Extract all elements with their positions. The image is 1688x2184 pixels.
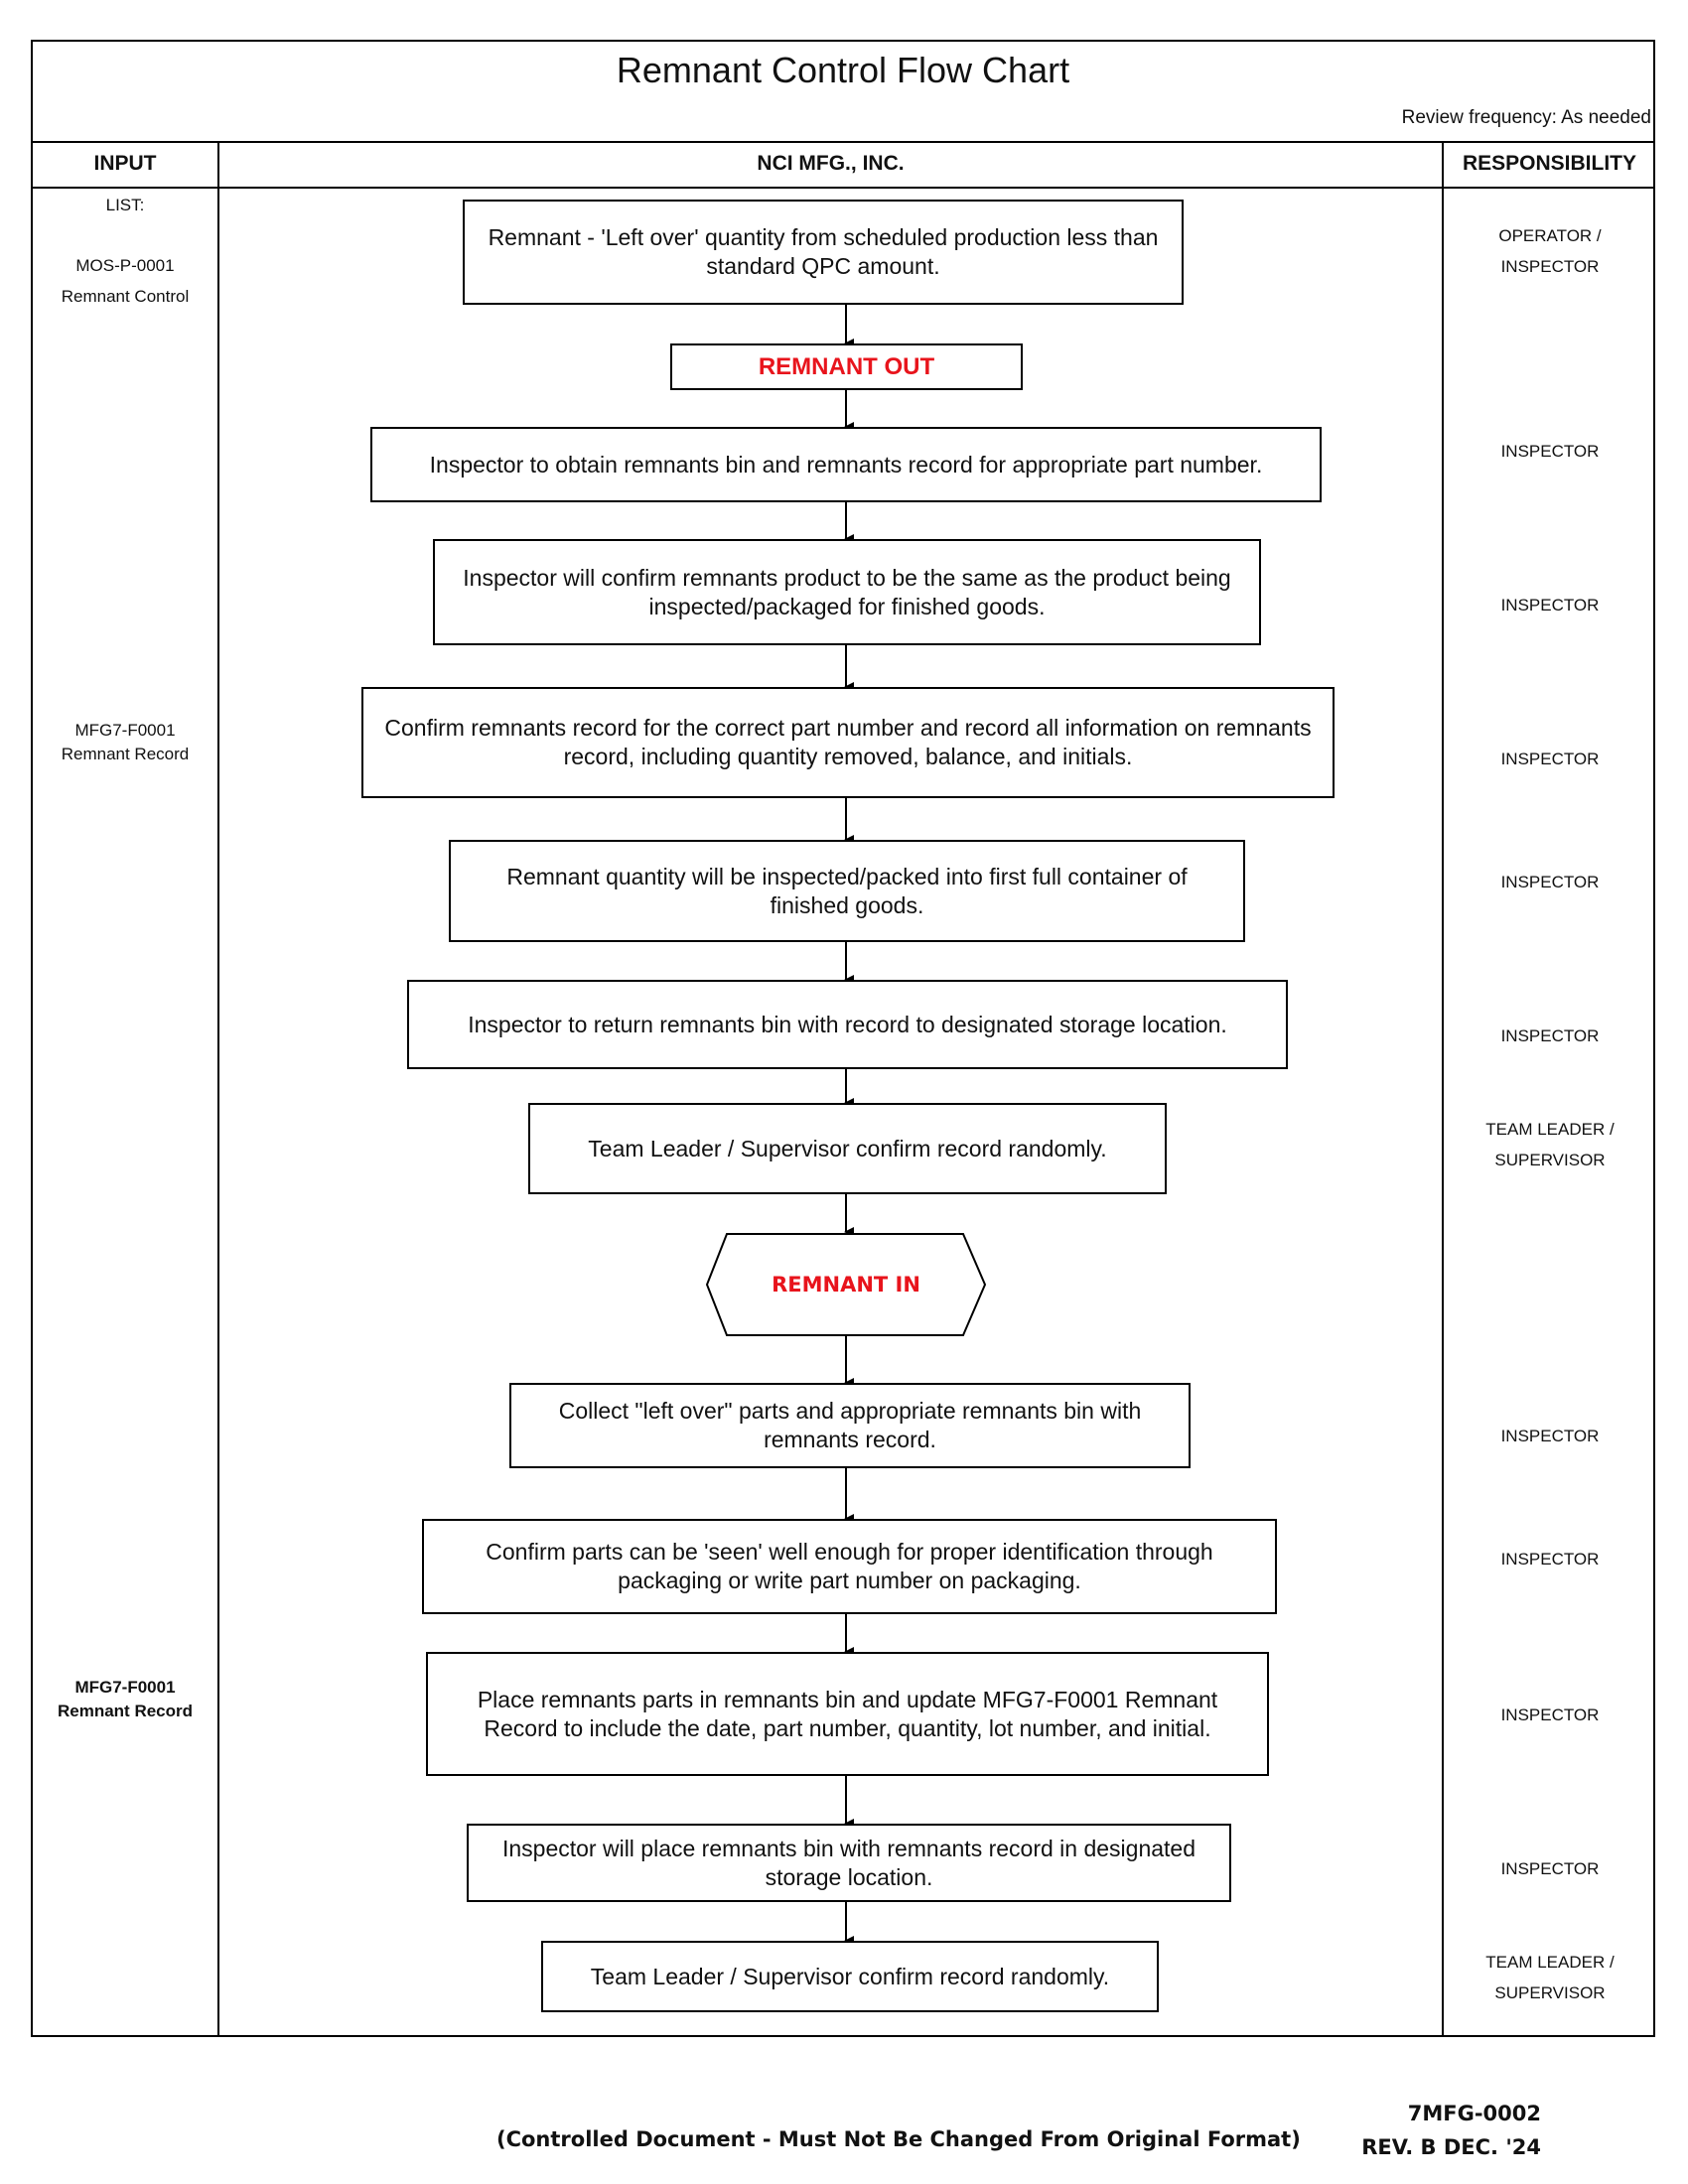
input-ref-name: Remnant Control [61, 287, 190, 306]
input-ref-code: MFG7-F0001 [74, 1678, 176, 1697]
responsibility-label: OPERATOR / [1498, 226, 1602, 245]
definition-box: Remnant - 'Left over' quantity from sche… [463, 200, 1184, 305]
responsibility-label: INSPECTOR [1500, 257, 1600, 276]
responsibility-label: INSPECTOR [1500, 1026, 1600, 1045]
page-title: Remnant Control Flow Chart [616, 50, 1070, 90]
out-step-box: Confirm remnants record for the correct … [361, 687, 1335, 798]
responsibility-column-header: RESPONSIBILITY [1462, 152, 1637, 175]
document-number: 7MFG-0002 [1407, 2102, 1541, 2125]
header-bottom-rule [33, 187, 1653, 189]
review-frequency: Review frequency: As needed [1401, 107, 1651, 128]
responsibility-label: TEAM LEADER / [1485, 1953, 1615, 1972]
responsibility-label: TEAM LEADER / [1485, 1120, 1615, 1139]
controlled-document-notice: (Controlled Document - Must Not Be Chang… [496, 2127, 1301, 2151]
out-step-box: Inspector to return remnants bin with re… [407, 980, 1288, 1069]
in-step-box: Place remnants parts in remnants bin and… [426, 1652, 1269, 1776]
in-step-box: Collect "left over" parts and appropriat… [509, 1383, 1191, 1468]
responsibility-label: SUPERVISOR [1494, 1983, 1606, 2002]
remnant-in-label: REMNANT IN [772, 1273, 920, 1297]
header-top-rule [33, 141, 1653, 143]
responsibility-label: INSPECTOR [1500, 1427, 1600, 1445]
out-step-box: Inspector to obtain remnants bin and rem… [370, 427, 1322, 502]
remnant-in-hexagon [705, 1233, 987, 1336]
out-step-box: Team Leader / Supervisor confirm record … [528, 1103, 1167, 1194]
responsibility-label: INSPECTOR [1500, 1706, 1600, 1724]
input-ref-code: MFG7-F0001 [74, 721, 176, 740]
responsibility-label: INSPECTOR [1500, 1859, 1600, 1878]
responsibility-column-divider [1442, 141, 1444, 2037]
company-column-header: NCI MFG., INC. [757, 152, 905, 175]
in-step-box: Confirm parts can be 'seen' well enough … [422, 1519, 1277, 1614]
input-list-label: LIST: [105, 196, 145, 214]
responsibility-label: INSPECTOR [1500, 442, 1600, 461]
input-column-divider [217, 141, 219, 2037]
input-column-header: INPUT [93, 152, 157, 175]
out-step-box: Remnant quantity will be inspected/packe… [449, 840, 1245, 942]
input-ref-name: Remnant Record [57, 1702, 194, 1720]
in-step-box: Inspector will place remnants bin with r… [467, 1824, 1231, 1902]
remnant-out-label: REMNANT OUT [670, 343, 1023, 390]
flowchart-frame: Remnant Control Flow Chart Review freque… [31, 40, 1655, 2037]
responsibility-label: INSPECTOR [1500, 1550, 1600, 1569]
responsibility-label: INSPECTOR [1500, 750, 1600, 768]
in-step-box: Team Leader / Supervisor confirm record … [541, 1941, 1159, 2012]
input-ref-code: MOS-P-0001 [75, 256, 175, 275]
responsibility-label: SUPERVISOR [1494, 1151, 1606, 1169]
responsibility-label: INSPECTOR [1500, 873, 1600, 891]
input-ref-name: Remnant Record [61, 745, 190, 763]
responsibility-label: INSPECTOR [1500, 596, 1600, 614]
document-number-block: 7MFG-0002 REV. B DEC. '24 [1361, 2097, 1541, 2164]
out-step-box: Inspector will confirm remnants product … [433, 539, 1261, 645]
revision-label: REV. B DEC. '24 [1361, 2135, 1541, 2159]
